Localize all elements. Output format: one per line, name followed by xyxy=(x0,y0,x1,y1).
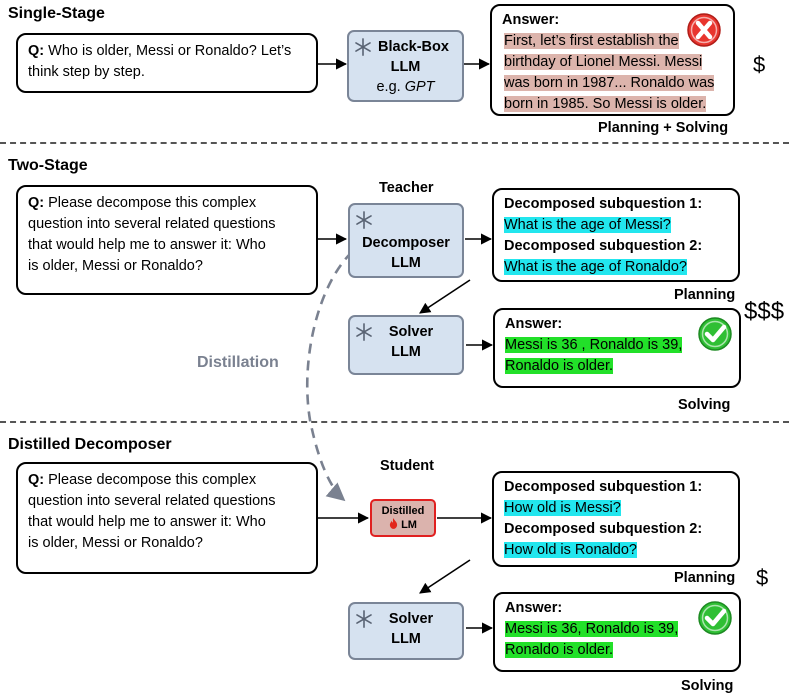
snowflake-icon xyxy=(356,211,372,229)
solver-title-2: LLM xyxy=(391,631,421,647)
single-stage-answer-box: Answer: First, let’s first establish the… xyxy=(490,4,735,116)
subquestion-1-label: Decomposed subquestion 1: xyxy=(504,479,703,495)
question-prefix: Q: xyxy=(28,472,45,488)
answer-label: Answer: xyxy=(505,316,563,332)
answer-line-1: First, let’s first establish the xyxy=(504,33,679,49)
answer-label: Answer: xyxy=(505,600,563,616)
distilled-title: Distilled Decomposer xyxy=(8,436,172,453)
two-stage-cost: $$$ xyxy=(744,298,785,325)
subquestion-2-label: Decomposed subquestion 2: xyxy=(504,521,703,537)
answer-line-1: Messi is 36, Ronaldo is 39, xyxy=(505,621,679,637)
answer-line-2: birthday of Lionel Messi. Messi xyxy=(504,54,703,70)
question-text-1: Please decompose this complex xyxy=(48,472,257,488)
question-line-1: Q: Who is older, Messi or Ronaldo? Let’s xyxy=(28,41,306,62)
teacher-label: Teacher xyxy=(379,180,434,196)
llm-example: e.g. GPT xyxy=(349,77,462,97)
distilled-answer-box: Answer: Messi is 36, Ronaldo is 39, Rona… xyxy=(493,592,741,672)
subquestion-2: What is the age of Ronaldo? xyxy=(504,259,687,275)
llm-title-2: LLM xyxy=(390,59,421,75)
question-text-4: is older, Messi or Ronaldo? xyxy=(28,535,203,551)
question-text-2: think step by step. xyxy=(28,64,145,80)
question-line-1: Q: Please decompose this complex xyxy=(28,193,306,214)
solver-llm-2: Solver LLM xyxy=(348,602,464,660)
distillation-label: Distillation xyxy=(197,354,279,371)
planning-caption: Planning xyxy=(674,287,736,303)
arrow-subquestions-to-solver-2 xyxy=(419,559,471,594)
single-stage-title: Single-Stage xyxy=(8,5,105,22)
red-cross-icon xyxy=(687,13,721,47)
answer-line-2: Ronaldo is older. xyxy=(505,642,614,658)
solver-title-1: Solver xyxy=(388,611,434,627)
divider-1 xyxy=(0,142,789,144)
single-stage-cost: $ xyxy=(753,52,766,77)
solver-llm: Solver LLM xyxy=(348,315,464,375)
snowflake-icon xyxy=(356,610,372,628)
subquestion-2-label: Decomposed subquestion 2: xyxy=(504,238,703,254)
subquestion-1: What is the age of Messi? xyxy=(504,217,671,233)
student-label: Student xyxy=(380,458,434,474)
arrow-subquestions-to-solver xyxy=(419,279,471,314)
decomposer-llm: Decomposer LLM xyxy=(348,203,464,278)
snowflake-icon xyxy=(355,38,371,56)
flame-icon xyxy=(389,518,398,529)
subquestion-2: How old is Ronaldo? xyxy=(504,542,637,558)
solving-caption-2: Solving xyxy=(681,678,734,694)
snowflake-icon xyxy=(356,323,372,341)
answer-line-2: Ronaldo is older. xyxy=(505,358,614,374)
planning-solving-caption: Planning + Solving xyxy=(598,120,729,136)
solving-caption: Solving xyxy=(678,397,731,413)
answer-line-3: was born in 1987... Ronaldo was xyxy=(504,75,715,91)
black-box-llm: Black-Box LLM e.g. GPT xyxy=(347,30,464,102)
green-check-icon xyxy=(698,317,732,351)
divider-2 xyxy=(0,421,789,423)
llm-example-model: GPT xyxy=(404,79,435,95)
question-text-2: question into several related questions xyxy=(28,493,276,509)
question-text-4: is older, Messi or Ronaldo? xyxy=(28,258,203,274)
planning-caption-2: Planning xyxy=(674,570,736,586)
llm-title-1: Black-Box xyxy=(378,39,449,55)
question-prefix: Q: xyxy=(28,195,45,211)
answer-label: Answer: xyxy=(502,12,560,28)
decomposer-title-1: Decomposer xyxy=(362,235,450,251)
question-text-2: question into several related questions xyxy=(28,216,276,232)
two-stage-subquestions-box: Decomposed subquestion 1: What is the ag… xyxy=(492,188,740,282)
distillation-curve xyxy=(306,251,353,502)
green-check-icon xyxy=(698,601,732,635)
subquestion-1-label: Decomposed subquestion 1: xyxy=(504,196,703,212)
answer-line-4: born in 1985. So Messi is older. xyxy=(504,96,707,112)
distilled-lm-title-1: Distilled xyxy=(381,505,425,517)
question-text-3: that would help me to answer it: Who xyxy=(28,237,266,253)
question-text-3: that would help me to answer it: Who xyxy=(28,514,266,530)
two-stage-answer-box: Answer: Messi is 36 , Ronaldo is 39, Ron… xyxy=(493,308,741,388)
solver-title-2: LLM xyxy=(391,344,421,360)
decomposer-title-2: LLM xyxy=(391,255,421,271)
single-stage-question-box: Q: Who is older, Messi or Ronaldo? Let’s… xyxy=(16,33,318,93)
question-text-1: Who is older, Messi or Ronaldo? Let’s xyxy=(48,43,292,59)
distilled-cost: $ xyxy=(756,565,769,590)
question-line-1: Q: Please decompose this complex xyxy=(28,470,306,491)
distilled-subquestions-box: Decomposed subquestion 1: How old is Mes… xyxy=(492,471,740,567)
distilled-question-box: Q: Please decompose this complex questio… xyxy=(16,462,318,574)
llm-example-prefix: e.g. xyxy=(376,79,401,95)
distilled-lm: Distilled LM xyxy=(370,499,436,537)
question-text-1: Please decompose this complex xyxy=(48,195,257,211)
two-stage-question-box: Q: Please decompose this complex questio… xyxy=(16,185,318,295)
subquestion-1: How old is Messi? xyxy=(504,500,621,516)
answer-line-1: Messi is 36 , Ronaldo is 39, xyxy=(505,337,683,353)
question-prefix: Q: xyxy=(28,43,45,59)
two-stage-title: Two-Stage xyxy=(8,157,88,174)
distilled-lm-title-2: LM xyxy=(401,519,417,531)
solver-title-1: Solver xyxy=(388,324,434,340)
distilled-lm-title-row: LM xyxy=(372,518,434,532)
